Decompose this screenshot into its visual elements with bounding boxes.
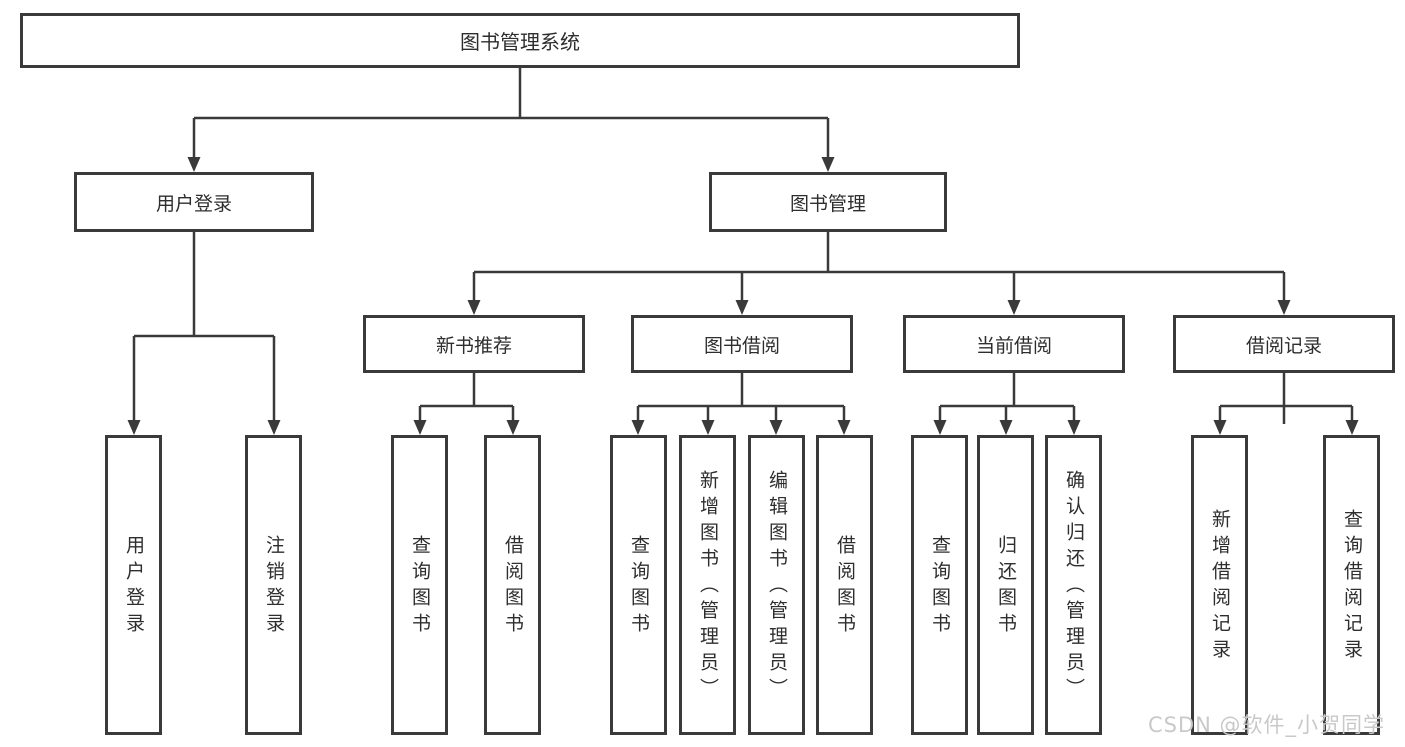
csdn-watermark: CSDN @软件_小贺同学 [1148, 713, 1386, 737]
arrow-down-icon [127, 420, 141, 435]
book-borrow-branch-line [636, 373, 846, 424]
node-user-login: 用户登录 [74, 172, 314, 232]
leaf-add-books-admin: 新增图书（管理员） [679, 435, 736, 735]
borrow-records-branch-line [1218, 373, 1354, 424]
arrow-down-icon [631, 420, 645, 435]
leaf-query-books-1: 查询图书 [391, 435, 448, 735]
arrow-down-icon [821, 157, 835, 172]
leaf-borrow-books-2: 借阅图书 [816, 435, 873, 735]
arrow-down-icon [933, 420, 947, 435]
arrow-down-icon [735, 300, 749, 315]
arrow-down-icon [837, 420, 851, 435]
root-branch-line [192, 68, 830, 161]
leaf-logout: 注销登录 [245, 435, 302, 735]
user-login-branch-line [132, 232, 276, 424]
leaf-query-books-2: 查询图书 [610, 435, 667, 735]
node-book-borrowing: 图书借阅 [631, 315, 853, 373]
node-book-management: 图书管理 [709, 172, 947, 232]
leaf-borrow-books-1: 借阅图书 [484, 435, 541, 735]
leaf-user-login: 用户登录 [105, 435, 162, 735]
arrow-down-icon [1007, 300, 1021, 315]
node-library-management-system: 图书管理系统 [20, 13, 1020, 68]
current-borrow-branch-line [938, 373, 1076, 424]
leaf-query-borrow-record: 查询借阅记录 [1323, 435, 1380, 735]
arrow-down-icon [1277, 300, 1291, 315]
node-borrow-records: 借阅记录 [1173, 315, 1395, 373]
new-books-branch-line [418, 373, 515, 424]
arrow-down-icon [506, 420, 520, 435]
arrow-down-icon [1067, 420, 1081, 435]
arrow-down-icon [769, 420, 783, 435]
book-mgmt-branch-line [472, 232, 1286, 304]
arrow-down-icon [701, 420, 715, 435]
arrow-down-icon [999, 420, 1013, 435]
leaf-confirm-return-admin: 确认归还（管理员） [1045, 435, 1102, 735]
arrow-down-icon [413, 420, 427, 435]
node-new-book-recommend: 新书推荐 [363, 315, 585, 373]
leaf-add-borrow-record: 新增借阅记录 [1191, 435, 1248, 735]
arrow-down-icon [1213, 420, 1227, 435]
arrow-down-icon [467, 300, 481, 315]
arrow-down-icon [1345, 420, 1359, 435]
leaf-edit-books-admin: 编辑图书（管理员） [748, 435, 805, 735]
arrow-down-icon [267, 420, 281, 435]
node-current-borrowing: 当前借阅 [903, 315, 1125, 373]
arrow-down-icon [187, 157, 201, 172]
leaf-query-books-3: 查询图书 [911, 435, 968, 735]
leaf-return-books: 归还图书 [977, 435, 1034, 735]
